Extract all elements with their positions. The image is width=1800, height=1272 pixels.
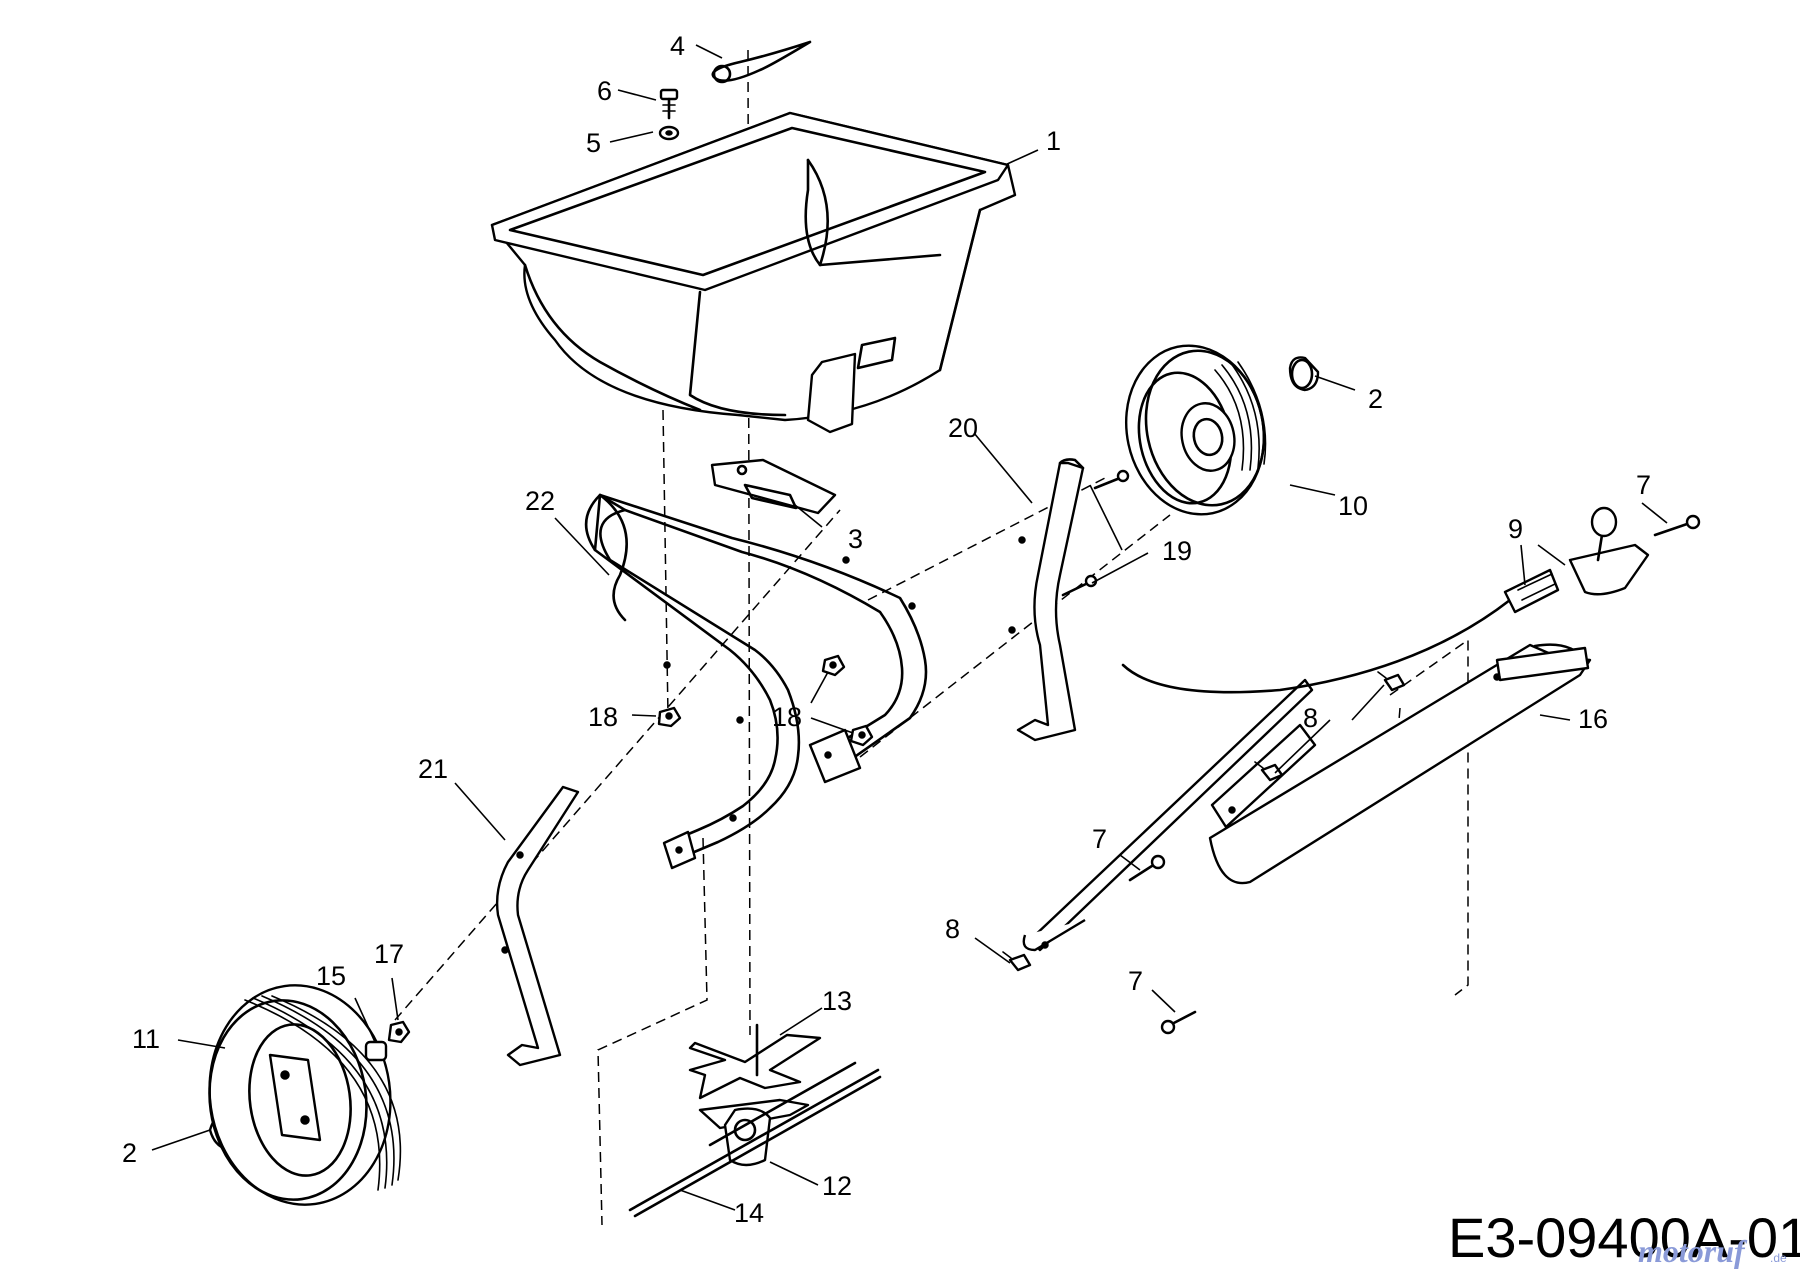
- callout-12: 12: [822, 1171, 852, 1201]
- callout-6: 6: [597, 76, 612, 106]
- callout-15: 15: [316, 961, 346, 991]
- callout-5: 5: [586, 128, 601, 158]
- callout-7-bottom: 7: [1128, 966, 1143, 996]
- wing-nut-8-middle: [1254, 761, 1284, 782]
- diagram-code: E3-09400A-01: [1448, 1206, 1800, 1269]
- bolt-19-upper: [1093, 469, 1130, 490]
- watermark-brand: motoruf: [1638, 1233, 1748, 1269]
- wheel-right: [1124, 344, 1267, 516]
- callout-1: 1: [1046, 126, 1061, 156]
- leg-left: [495, 785, 580, 1067]
- gearbox: [698, 1061, 857, 1167]
- hopper: [490, 111, 1017, 434]
- bolt-7-middle: [1128, 854, 1166, 882]
- watermark-suffix: .de: [1770, 1251, 1787, 1265]
- spacer-15: [364, 1040, 388, 1062]
- callout-8-top: 8: [1303, 703, 1318, 733]
- nut-17: [387, 1020, 411, 1044]
- callout-11: 11: [132, 1024, 160, 1054]
- callout-8-bottom: 8: [945, 914, 960, 944]
- handle: [1022, 643, 1592, 952]
- callout-16: 16: [1578, 704, 1608, 734]
- callout-18-left: 18: [588, 702, 618, 732]
- wheel-left: [208, 984, 402, 1206]
- callout-7-middle: 7: [1092, 824, 1107, 854]
- nut-18-left: [657, 706, 682, 728]
- bolt-6: [659, 88, 679, 120]
- callout-17: 17: [374, 939, 404, 969]
- hairpin-clip: [711, 40, 812, 84]
- main-frame: [584, 493, 928, 870]
- callout-2-left-cap: 2: [122, 1138, 137, 1168]
- callout-20: 20: [948, 413, 978, 443]
- wing-nut-8-bottom: [1002, 951, 1032, 972]
- bolt-7-top: [1653, 514, 1701, 537]
- callout-3: 3: [848, 524, 863, 554]
- callout-10: 10: [1338, 491, 1368, 521]
- axle: [628, 1068, 882, 1218]
- callout-7-top: 7: [1636, 470, 1651, 500]
- wing-nut-8-top: [1377, 671, 1406, 692]
- spinner: [688, 1023, 822, 1100]
- callout-14: 14: [734, 1198, 764, 1228]
- callout-21: 21: [418, 754, 448, 784]
- callout-13: 13: [822, 986, 852, 1016]
- gate-plate: [710, 458, 837, 515]
- callout-18-center: 18: [772, 702, 802, 732]
- nut-18-right: [849, 724, 874, 747]
- nut-18-center: [821, 654, 846, 677]
- hub-cap-right: [1288, 356, 1320, 392]
- bolt-7-bottom: [1160, 1010, 1197, 1035]
- callout-4: 4: [670, 31, 685, 61]
- leader-lines: [151, 44, 1668, 1211]
- callout-19: 19: [1162, 536, 1192, 566]
- leg-right: [1008, 458, 1085, 742]
- callout-2-right-cap: 2: [1368, 384, 1383, 414]
- callout-9: 9: [1508, 514, 1523, 544]
- callout-22: 22: [525, 486, 555, 516]
- watermark: motoruf .de: [1638, 1233, 1787, 1269]
- control-lever: [1121, 506, 1650, 694]
- callout-labels: 1 2 2 3 4 5 6 7 7 7 8 8 8 9 10 11 12 13 …: [122, 31, 1651, 1228]
